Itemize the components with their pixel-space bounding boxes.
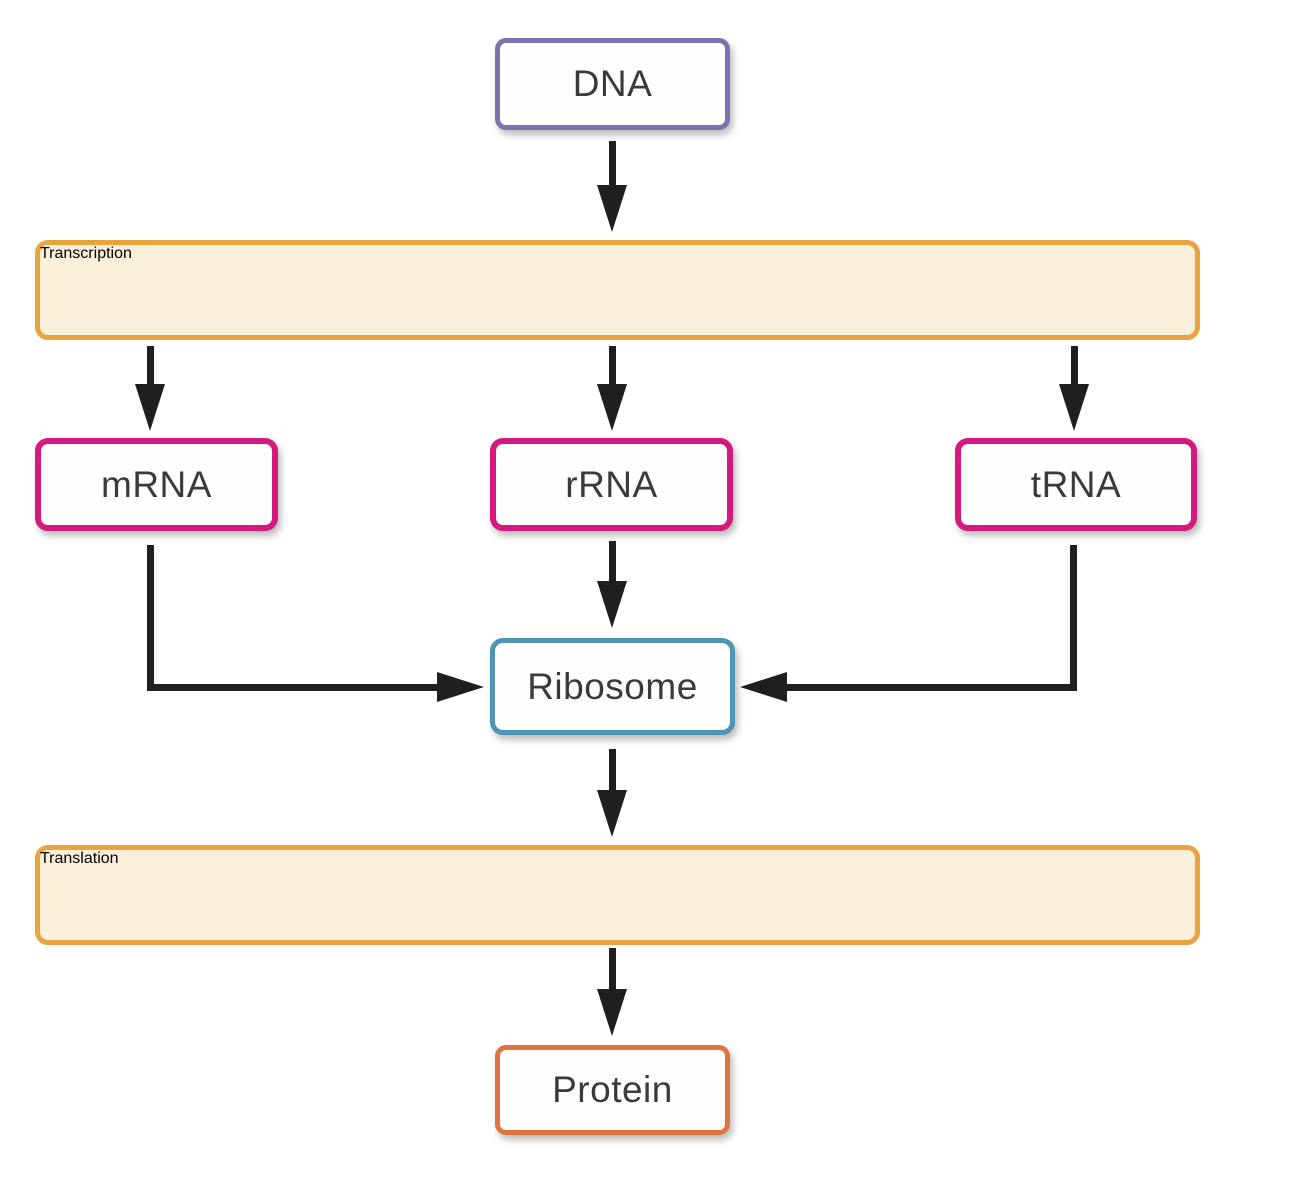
node-mrna-label: mRNA — [101, 463, 212, 505]
arrow-shaft — [147, 545, 154, 691]
node-dna: DNA — [495, 38, 730, 130]
arrowhead-down-icon — [135, 384, 165, 431]
node-translation: Translation — [35, 845, 1200, 945]
arrowhead-down-icon — [597, 790, 627, 837]
arrowhead-down-icon — [597, 384, 627, 431]
node-ribosome: Ribosome — [490, 638, 735, 735]
node-trna: tRNA — [955, 438, 1197, 531]
node-transcription-label: Transcription — [40, 245, 132, 262]
node-rrna: rRNA — [490, 438, 733, 531]
node-trna-label: tRNA — [1030, 463, 1122, 505]
node-translation-label: Translation — [40, 850, 119, 867]
arrow-shaft — [609, 346, 616, 388]
arrow-shaft — [786, 684, 1077, 691]
arrow-shaft — [609, 948, 616, 993]
arrowhead-down-icon — [597, 185, 627, 232]
arrow-shaft — [609, 541, 616, 585]
arrow-shaft — [147, 346, 154, 388]
node-protein: Protein — [495, 1045, 730, 1135]
node-rrna-label: rRNA — [565, 463, 658, 505]
arrow-shaft — [147, 684, 439, 691]
arrow-shaft — [609, 141, 616, 189]
node-mrna: mRNA — [35, 438, 278, 531]
arrow-shaft — [1071, 346, 1078, 388]
arrowhead-down-icon — [597, 581, 627, 628]
node-transcription: Transcription — [35, 240, 1200, 340]
arrowhead-down-icon — [597, 989, 627, 1036]
arrowhead-left-icon — [740, 672, 787, 702]
arrowhead-down-icon — [1059, 384, 1089, 431]
node-ribosome-label: Ribosome — [527, 665, 698, 707]
arrowhead-right-icon — [437, 672, 484, 702]
node-protein-label: Protein — [552, 1069, 673, 1110]
arrow-shaft — [609, 749, 616, 794]
node-dna-label: DNA — [572, 63, 653, 104]
arrow-shaft — [1070, 545, 1077, 691]
